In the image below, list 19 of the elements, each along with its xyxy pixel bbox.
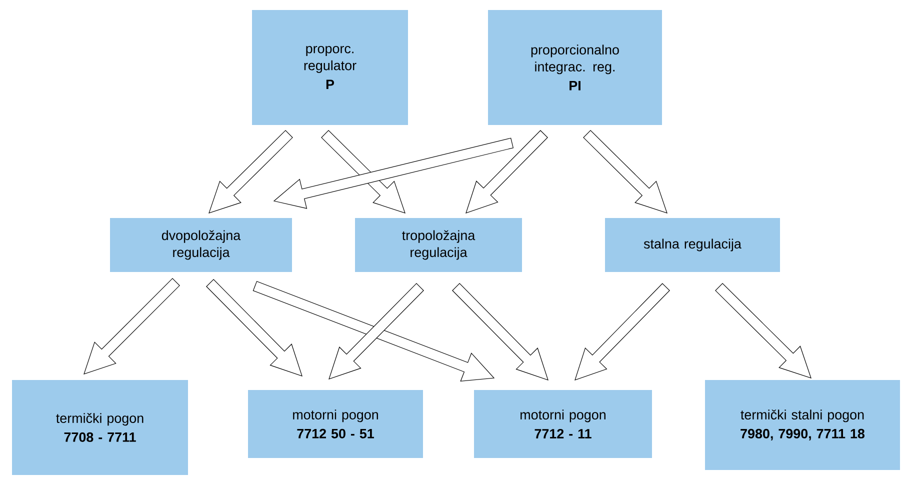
block-arrow xyxy=(583,130,668,214)
block-arrow xyxy=(208,130,293,214)
process-box: motorni pogon 7712 50 - 51 xyxy=(248,390,423,458)
block-arrow xyxy=(84,278,180,374)
process-box: motorni pogon 7712 - 11 xyxy=(474,390,652,458)
process-box: proporcionalno integrac. reg. PI xyxy=(488,10,662,125)
block-arrow xyxy=(328,283,424,380)
process-box: stalna regulacija xyxy=(605,218,780,272)
process-box: dvopoložajna regulacija xyxy=(110,218,292,272)
block-arrow xyxy=(452,283,548,380)
process-box: proporc. regulator P xyxy=(252,10,408,125)
block-arrow xyxy=(715,283,812,378)
process-box: termički pogon 7708 - 7711 xyxy=(12,380,188,475)
block-arrow xyxy=(466,130,548,214)
process-box: termički stalni pogon 7980, 7990, 7711 18 xyxy=(705,380,900,470)
block-arrow xyxy=(206,279,302,376)
process-box: tropoložajna regulacija xyxy=(355,218,522,272)
block-arrow xyxy=(574,283,670,380)
block-arrow xyxy=(321,130,406,214)
